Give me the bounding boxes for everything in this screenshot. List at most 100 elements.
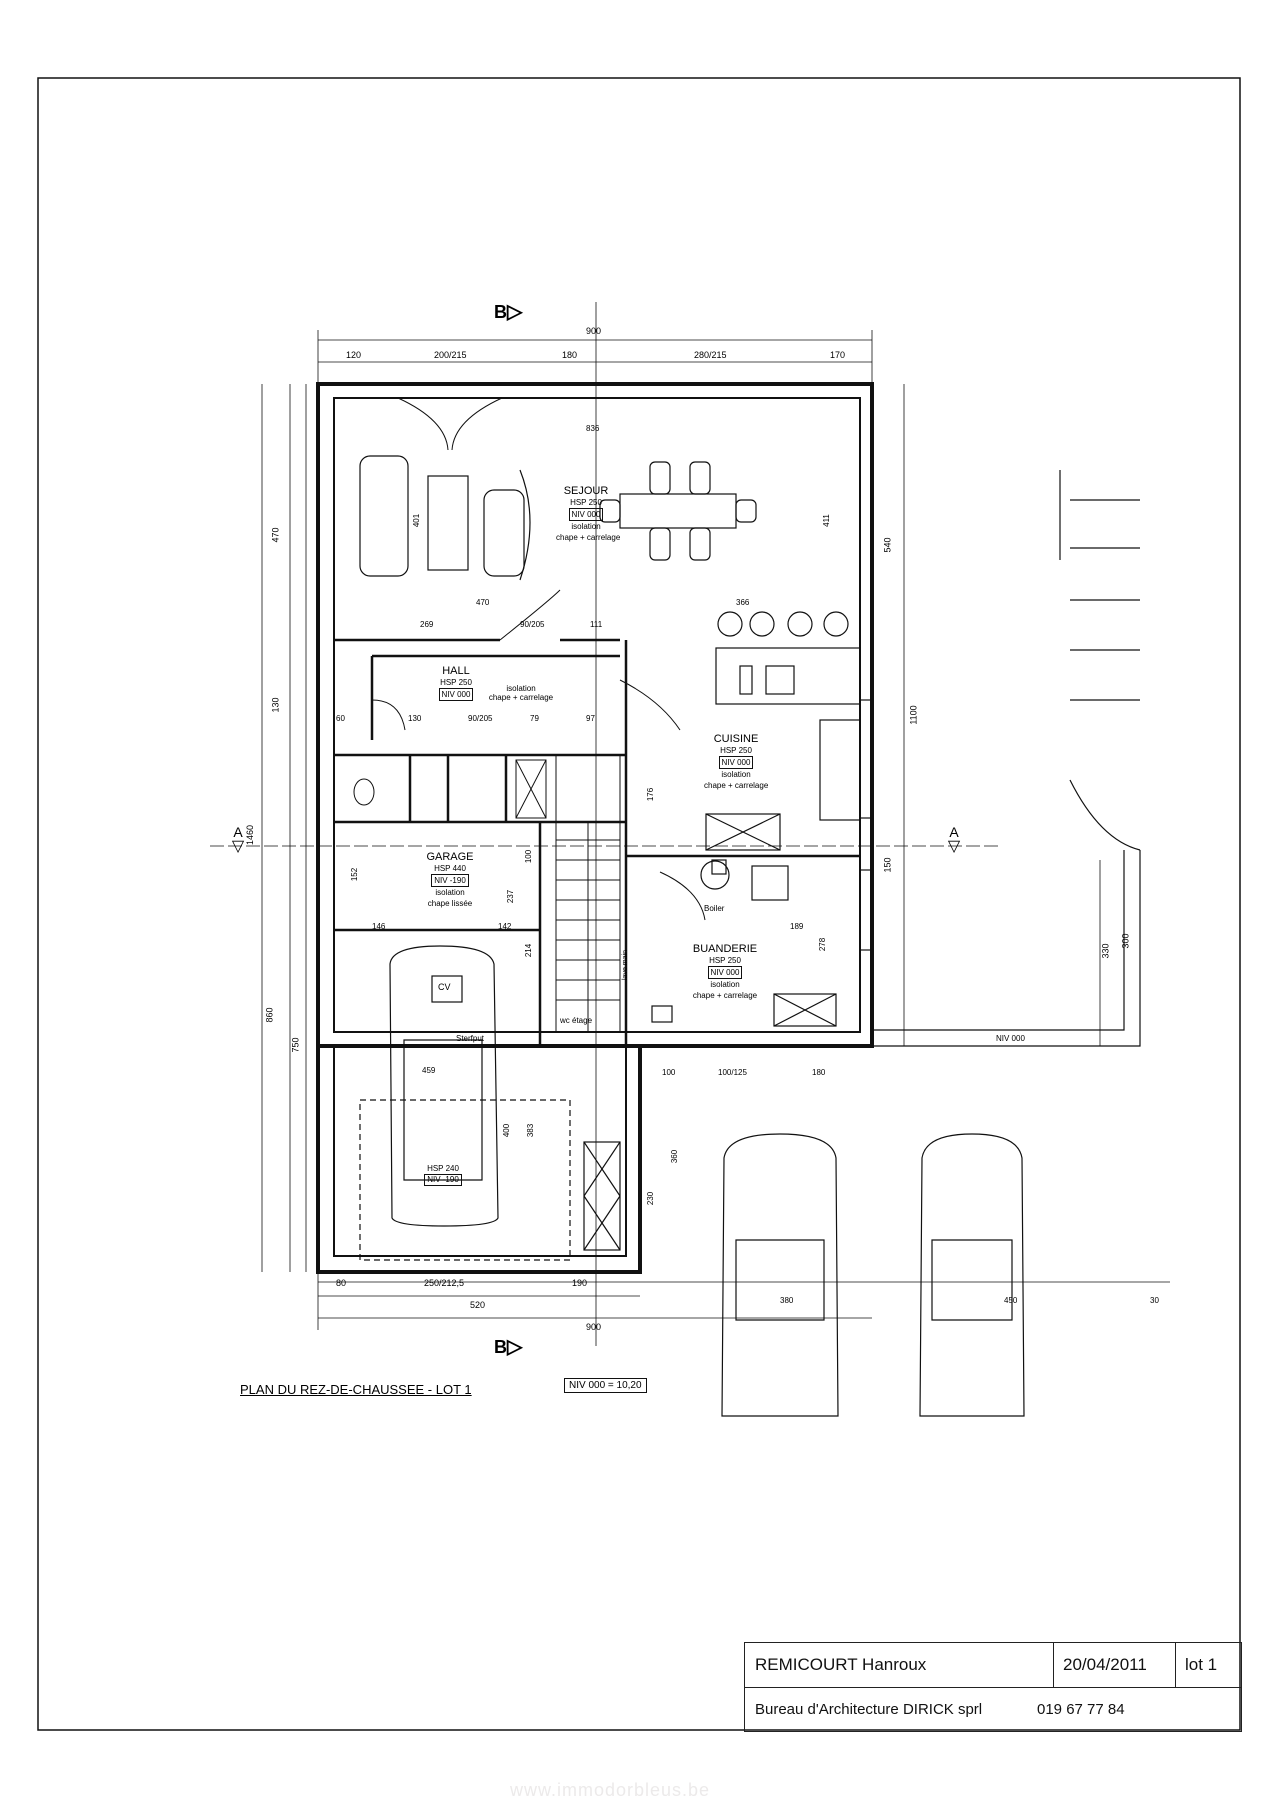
dim-inner: 100 bbox=[524, 849, 534, 864]
staircase bbox=[353, 754, 621, 1033]
office-name: Bureau d'Architecture DIRICK sprl bbox=[755, 1700, 983, 1718]
room-niv: NIV 000 bbox=[718, 756, 754, 769]
dim-inner: 189 bbox=[790, 922, 804, 931]
dim-top: 200/215 bbox=[434, 350, 467, 360]
room-hsp: HSP 250 bbox=[709, 956, 741, 965]
room-hsp: HSP 250 bbox=[570, 498, 602, 507]
dim-left: 470 bbox=[270, 527, 281, 543]
dim-bottom: 250/212,5 bbox=[424, 1278, 465, 1288]
lot-number: lot 1 bbox=[1185, 1655, 1218, 1674]
dim-right: 1100 bbox=[908, 705, 919, 725]
section-a-label: A bbox=[233, 824, 243, 840]
section-b-label: B bbox=[494, 302, 507, 322]
dim-inner: 180 bbox=[812, 1068, 826, 1077]
dim-top: 120 bbox=[346, 350, 362, 360]
dim-bottom: 80 bbox=[336, 1278, 347, 1288]
room-hsp: HSP 250 bbox=[720, 746, 752, 755]
room-label-hall-finish: isolation chape + carrelage bbox=[486, 684, 556, 702]
sheet-border bbox=[37, 77, 1241, 1731]
kitchen-furniture bbox=[705, 611, 861, 901]
room-finish: isolation bbox=[710, 980, 740, 989]
dim-inner: 176 bbox=[646, 787, 656, 802]
room-finish: isolation bbox=[435, 888, 465, 897]
level-reference: NIV 000 = 10,20 bbox=[564, 1378, 647, 1393]
room-label-garage: GARAGE HSP 440 NIV -190 isolation chape … bbox=[420, 852, 480, 909]
room-label-hall: HALL HSP 250 NIV 000 bbox=[428, 666, 484, 701]
terrace bbox=[872, 470, 1141, 1047]
section-marker-a-right: A▽ bbox=[944, 824, 964, 855]
dim-inner: 470 bbox=[476, 598, 490, 607]
room-hsp: HSP 440 bbox=[434, 864, 466, 873]
dim-inner: 97 bbox=[586, 714, 595, 723]
parking-cars bbox=[721, 1133, 1025, 1417]
dim-inner: 400 bbox=[502, 1123, 512, 1138]
dim-inner: 269 bbox=[420, 620, 434, 629]
room-label-buanderie: BUANDERIE HSP 250 NIV 000 isolation chap… bbox=[690, 944, 760, 1001]
drawing-date: 20/04/2011 bbox=[1063, 1655, 1147, 1674]
room-finish: isolation bbox=[506, 684, 536, 693]
room-name: GARAGE bbox=[426, 851, 474, 863]
section-a-label: A bbox=[949, 824, 959, 840]
interior-walls bbox=[334, 638, 860, 1048]
storage-label: Sterfput bbox=[456, 1034, 485, 1043]
room-label-cuisine: CUISINE HSP 250 NIV 000 isolation chape … bbox=[704, 734, 768, 791]
dim-inner: 90/205 bbox=[520, 620, 545, 629]
project-name: REMICOURT Hanroux bbox=[755, 1655, 927, 1674]
dim-inner: 152 bbox=[350, 867, 360, 882]
dim-bottom-total: 900 bbox=[586, 1322, 602, 1332]
room-hsp: HSP 250 bbox=[440, 678, 472, 687]
dim-inner: 214 bbox=[524, 943, 534, 958]
dim-inner: 130 bbox=[408, 714, 422, 723]
room-finish: chape + carrelage bbox=[704, 781, 769, 790]
dim-inner: 100/125 bbox=[718, 1068, 747, 1077]
dim-inner: 401 bbox=[412, 513, 422, 528]
dim-right: 150 bbox=[882, 857, 893, 873]
dim-left: 1460 bbox=[245, 824, 256, 846]
room-niv: NIV 000 bbox=[707, 966, 743, 979]
room-name: CUISINE bbox=[713, 733, 759, 745]
dim-inner: 836 bbox=[586, 424, 600, 433]
dim-right: 300 bbox=[1120, 933, 1131, 949]
dim-inner: 142 bbox=[498, 922, 512, 931]
dim-inner: 278 bbox=[818, 937, 828, 952]
dim-inner: 60 bbox=[336, 714, 345, 723]
room-name: SEJOUR bbox=[563, 485, 609, 497]
dim-top: 280/215 bbox=[694, 350, 727, 360]
sink-note: lave main bbox=[622, 950, 629, 980]
watermark: www.immodorbleus.be bbox=[510, 1780, 711, 1800]
room-finish: chape lissée bbox=[427, 899, 473, 908]
dim-bottom-sub: 520 bbox=[470, 1300, 486, 1310]
dim-inner: 366 bbox=[736, 598, 750, 607]
room-finish: chape + carrelage bbox=[692, 991, 758, 1000]
title-block: REMICOURT Hanroux 20/04/2011 lot 1 Burea… bbox=[744, 1642, 1242, 1732]
room-label-sejour: SEJOUR HSP 250 NIV 000 isolation chape +… bbox=[556, 485, 620, 543]
room-finish: chape + carrelage bbox=[488, 693, 554, 702]
garage-car bbox=[359, 945, 621, 1261]
dim-left: 750 bbox=[290, 1037, 301, 1053]
room-niv: NIV -190 bbox=[424, 1174, 462, 1186]
room-niv: NIV -190 bbox=[431, 874, 469, 887]
room-niv: NIV 000 bbox=[438, 688, 474, 701]
dim-inner: 90/205 bbox=[468, 714, 493, 723]
room-label-garage-lower: HSP 240 NIV -190 bbox=[418, 1164, 468, 1186]
section-marker-b-top: B▷ bbox=[494, 301, 523, 323]
door-swings bbox=[371, 397, 706, 921]
room-finish: isolation bbox=[721, 770, 751, 779]
section-b-label: B bbox=[494, 1337, 507, 1357]
section-marker-a-left: A▽ bbox=[228, 824, 248, 855]
dim-inner: 411 bbox=[821, 514, 831, 527]
laundry-furniture bbox=[651, 859, 837, 1027]
dim-inner: 459 bbox=[422, 1066, 436, 1075]
terrace-level: NIV 000 bbox=[996, 1034, 1025, 1043]
dim-inner: 111 bbox=[590, 620, 603, 629]
room-hsp: HSP 240 bbox=[427, 1164, 459, 1173]
office-phone: 019 67 77 84 bbox=[1037, 1700, 1125, 1718]
dim-inner: 100 bbox=[662, 1068, 676, 1077]
room-name: BUANDERIE bbox=[692, 943, 758, 955]
windows bbox=[368, 383, 872, 1273]
dim-inner: 360 bbox=[670, 1149, 680, 1164]
dim-left: 860 bbox=[264, 1007, 275, 1023]
boiler-label: Boiler bbox=[704, 904, 725, 913]
